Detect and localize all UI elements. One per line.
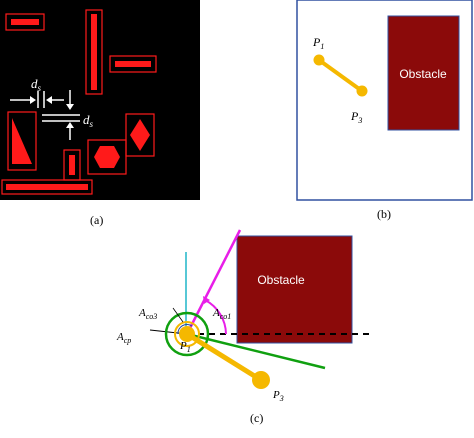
panel-a-caption: (a) (90, 213, 103, 227)
obstacle-outline (7, 111, 37, 171)
obstacle-outline (125, 113, 155, 157)
ds-horizontal-marker (10, 91, 64, 108)
obstacle-outline (5, 13, 45, 31)
panel-b-p3-point (356, 85, 368, 97)
panel-b-robot-link (317, 58, 364, 93)
obstacle-block (69, 155, 75, 175)
rect-obstacles (1, 9, 157, 195)
obstacle-hexagon (94, 146, 120, 168)
aco1-arc (204, 299, 227, 335)
green-boundary-line (186, 332, 326, 370)
panel-c-obstacle-label: Obstacle (257, 273, 305, 287)
magenta-boundary-line (185, 229, 242, 335)
obstacle-block (115, 61, 151, 67)
acp-label: Acp (116, 331, 131, 345)
obstacle-triangle (12, 118, 32, 164)
aco1-label: Aco1 (212, 307, 231, 321)
obstacle-block (91, 14, 97, 90)
panel-c-p1-ring (174, 321, 200, 347)
aco3-leader-line (172, 307, 184, 323)
ds-top-label: ds (31, 76, 42, 93)
panel-c-p3-point (252, 371, 270, 389)
obstacle-diamond (130, 119, 150, 151)
panel-b-p3-label: P3 (350, 109, 362, 125)
panel-a: ds ds (a) (0, 0, 200, 227)
aco1-arrowhead (203, 296, 210, 304)
panel-c-p3-label: P3 (272, 389, 284, 403)
panel-b-p1-point (313, 54, 325, 66)
obstacle-block (6, 184, 88, 190)
green-circle (164, 311, 210, 357)
panel-c-p1-point (179, 326, 195, 342)
panel-c-p1-label: P1 (179, 340, 191, 354)
obstacle-outline (85, 9, 103, 95)
obstacle-outline (1, 179, 93, 195)
panel-c-robot-link (185, 331, 263, 383)
ds-side-label: ds (83, 112, 94, 129)
panel-c-obstacle (236, 235, 353, 344)
panel-b-obstacle-label: Obstacle (399, 67, 447, 81)
panel-b-obstacle (387, 15, 460, 131)
acp-arc (177, 323, 193, 335)
panel-b: Obstacle P1 P3 (b) (296, 0, 473, 221)
obstacle-outline (87, 139, 127, 175)
panel-b-caption: (b) (377, 207, 391, 221)
panel-c: Obstacle Aco3 Aco1 Acp P1 P3 (c) (116, 229, 374, 425)
obstacle-outline (109, 55, 157, 73)
panel-c-caption: (c) (250, 411, 263, 425)
panel-b-p1-label: P1 (312, 35, 324, 51)
aco3-label: Aco3 (138, 307, 157, 321)
ds-vertical-marker (42, 90, 80, 140)
obstacle-block (11, 19, 39, 25)
